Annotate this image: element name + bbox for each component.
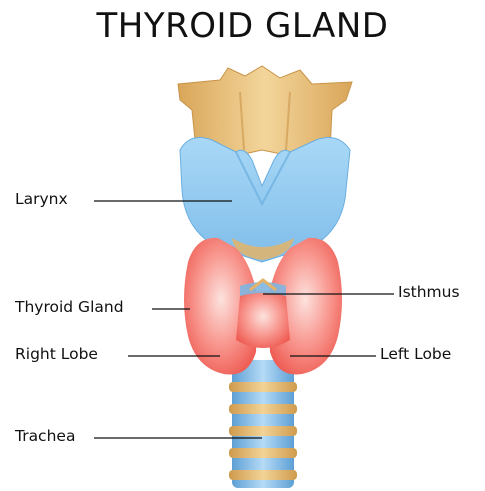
trachea-tube	[232, 360, 294, 488]
label-thyroid-gland: Thyroid Gland	[15, 298, 124, 316]
trachea-ring	[229, 470, 297, 480]
label-left-lobe: Left Lobe	[380, 345, 451, 363]
label-trachea: Trachea	[15, 427, 75, 445]
trachea	[229, 360, 297, 488]
label-larynx: Larynx	[15, 190, 68, 208]
trachea-ring	[229, 404, 297, 414]
trachea-ring	[229, 448, 297, 458]
label-right-lobe: Right Lobe	[15, 345, 98, 363]
trachea-ring	[229, 426, 297, 436]
trachea-ring	[229, 382, 297, 392]
isthmus-shape	[236, 291, 290, 348]
label-isthmus: Isthmus	[398, 283, 460, 301]
